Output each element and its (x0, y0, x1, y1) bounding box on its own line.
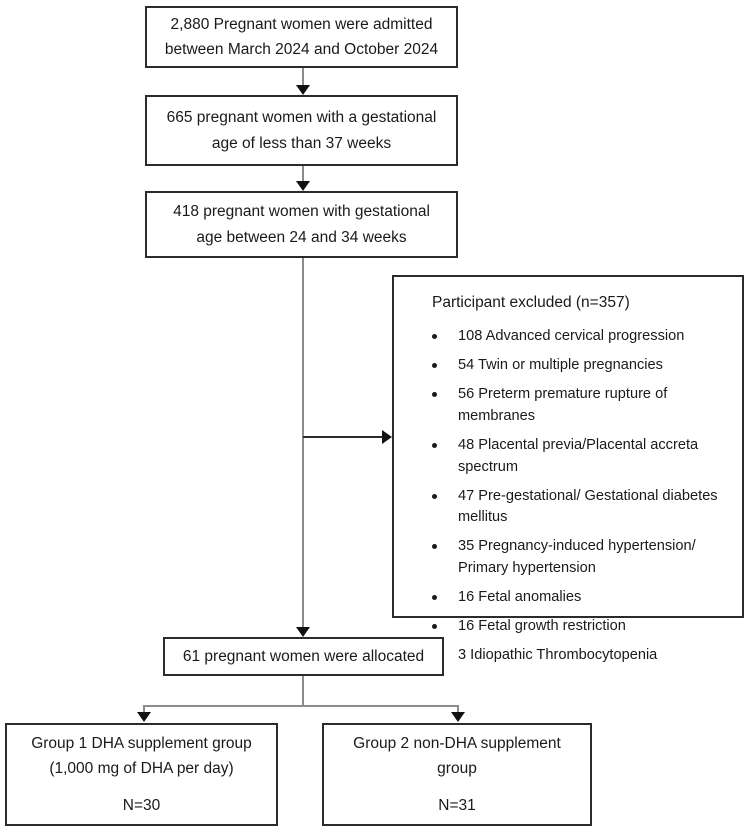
list-item: 56 Preterm premature rupture of membrane… (432, 384, 734, 428)
list-item: 108 Advanced cervical progression (432, 326, 734, 348)
list-item: 47 Pre-gestational/ Gestational diabetes… (432, 486, 734, 530)
excluded-reason-text: 3 Idiopathic Thrombocytopenia (458, 646, 658, 663)
excluded-reason-list: 108 Advanced cervical progression 54 Twi… (432, 326, 734, 667)
node-preterm-line-1: 665 pregnant women with a gestational (166, 109, 437, 127)
excluded-reason-text: 56 Preterm premature rupture of membrane… (458, 386, 668, 424)
node-preterm-line-2: age of less than 37 weeks (211, 134, 392, 152)
excluded-reason-text: 48 Placental previa/Placental accreta sp… (458, 436, 699, 475)
bullet-icon (432, 392, 437, 398)
excluded-reason-text: 47 Pre-gestational/ Gestational diabetes… (458, 487, 718, 526)
connector-admitted-to-preterm (302, 68, 304, 88)
node-allocated-line-1: 61 pregnant women were allocated (182, 647, 425, 665)
bullet-icon (432, 624, 437, 630)
bullet-icon (432, 334, 437, 340)
connector-allocated-stem (302, 676, 304, 706)
bullet-icon (432, 493, 437, 499)
arrowhead-allocated (296, 627, 310, 637)
list-item: 16 Fetal anomalies (432, 587, 734, 609)
list-item: 16 Fetal growth restriction (432, 616, 734, 638)
node-preterm-less-than-37-weeks: 665 pregnant women with a gestational ag… (145, 95, 458, 166)
excluded-reason-text: 54 Twin or multiple pregnancies (458, 357, 663, 374)
connector-preterm-to-ga2434 (302, 166, 304, 184)
node-group1-sample-size: N=30 (122, 797, 161, 815)
node-admitted-line-1: 2,880 Pregnant women were admitted (170, 15, 433, 33)
node-group2-line-1: Group 2 non-DHA supplement (353, 734, 561, 752)
arrowhead-group1 (137, 712, 151, 722)
bullet-icon (432, 363, 437, 369)
node-group-1-dha: Group 1 DHA supplement group (1,000 mg o… (5, 723, 278, 826)
node-group2-sample-size: N=31 (438, 797, 476, 815)
node-participants-excluded: Participant excluded (n=357) 108 Advance… (392, 275, 744, 663)
arrowhead-excluded (382, 430, 392, 444)
connector-split-right-drop (457, 705, 459, 715)
connector-split-horizontal (143, 705, 459, 707)
excluded-reason-text: 35 Pregnancy-induced hypertension/ Prima… (458, 538, 696, 577)
bullet-icon (432, 595, 437, 601)
list-item: 35 Pregnancy-induced hypertension/ Prima… (432, 536, 734, 580)
node-ga2434-line-2: age between 24 and 34 weeks (196, 228, 407, 246)
node-admitted: 2,880 Pregnant women were admitted betwe… (145, 6, 458, 68)
excluded-title: Participant excluded (n=357) (432, 294, 630, 311)
bullet-icon (432, 442, 437, 448)
node-group2-line-2: group (437, 759, 477, 777)
connector-split-left-drop (143, 705, 145, 715)
arrowhead-group2 (451, 712, 465, 722)
list-item: 48 Placental previa/Placental accreta sp… (432, 435, 734, 479)
node-group-2-non-dha: Group 2 non-DHA supplement group N=31 (322, 723, 592, 826)
list-item: 54 Twin or multiple pregnancies (432, 355, 734, 377)
arrowhead-preterm (296, 85, 310, 95)
node-admitted-line-2: between March 2024 and October 2024 (164, 41, 439, 58)
node-group1-line-1: Group 1 DHA supplement group (31, 734, 252, 752)
excluded-reason-text: 16 Fetal growth restriction (458, 618, 626, 635)
node-ga2434-line-1: 418 pregnant women with gestational (173, 203, 430, 221)
node-group1-line-2: (1,000 mg of DHA per day) (49, 759, 234, 777)
arrowhead-ga2434 (296, 181, 310, 191)
node-allocated: 61 pregnant women were allocated (163, 637, 444, 676)
list-item: 3 Idiopathic Thrombocytopenia (432, 645, 734, 667)
excluded-reason-text: 16 Fetal anomalies (458, 589, 582, 606)
connector-trunk-to-excluded (303, 436, 385, 438)
connector-ga2434-to-allocated (302, 258, 304, 628)
excluded-reason-text: 108 Advanced cervical progression (458, 328, 685, 345)
node-gestational-age-24-to-34-weeks: 418 pregnant women with gestational age … (145, 191, 458, 258)
bullet-icon (432, 544, 437, 550)
